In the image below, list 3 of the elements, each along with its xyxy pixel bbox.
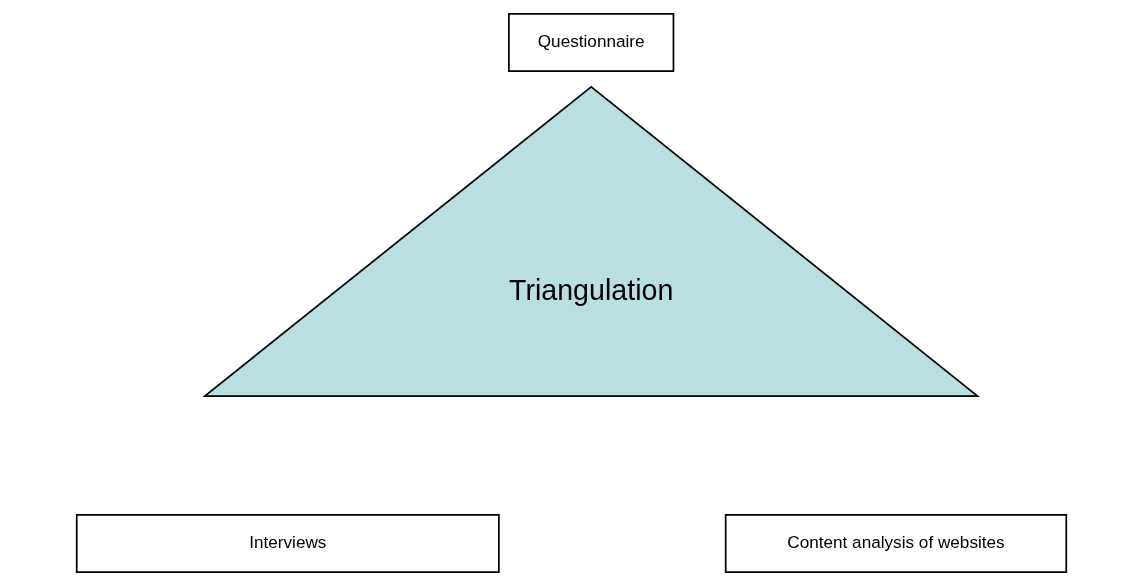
node-box: Questionnaire xyxy=(507,13,674,73)
node-box: Content analysis of websites xyxy=(724,513,1067,573)
node-box: Interviews xyxy=(75,513,500,573)
